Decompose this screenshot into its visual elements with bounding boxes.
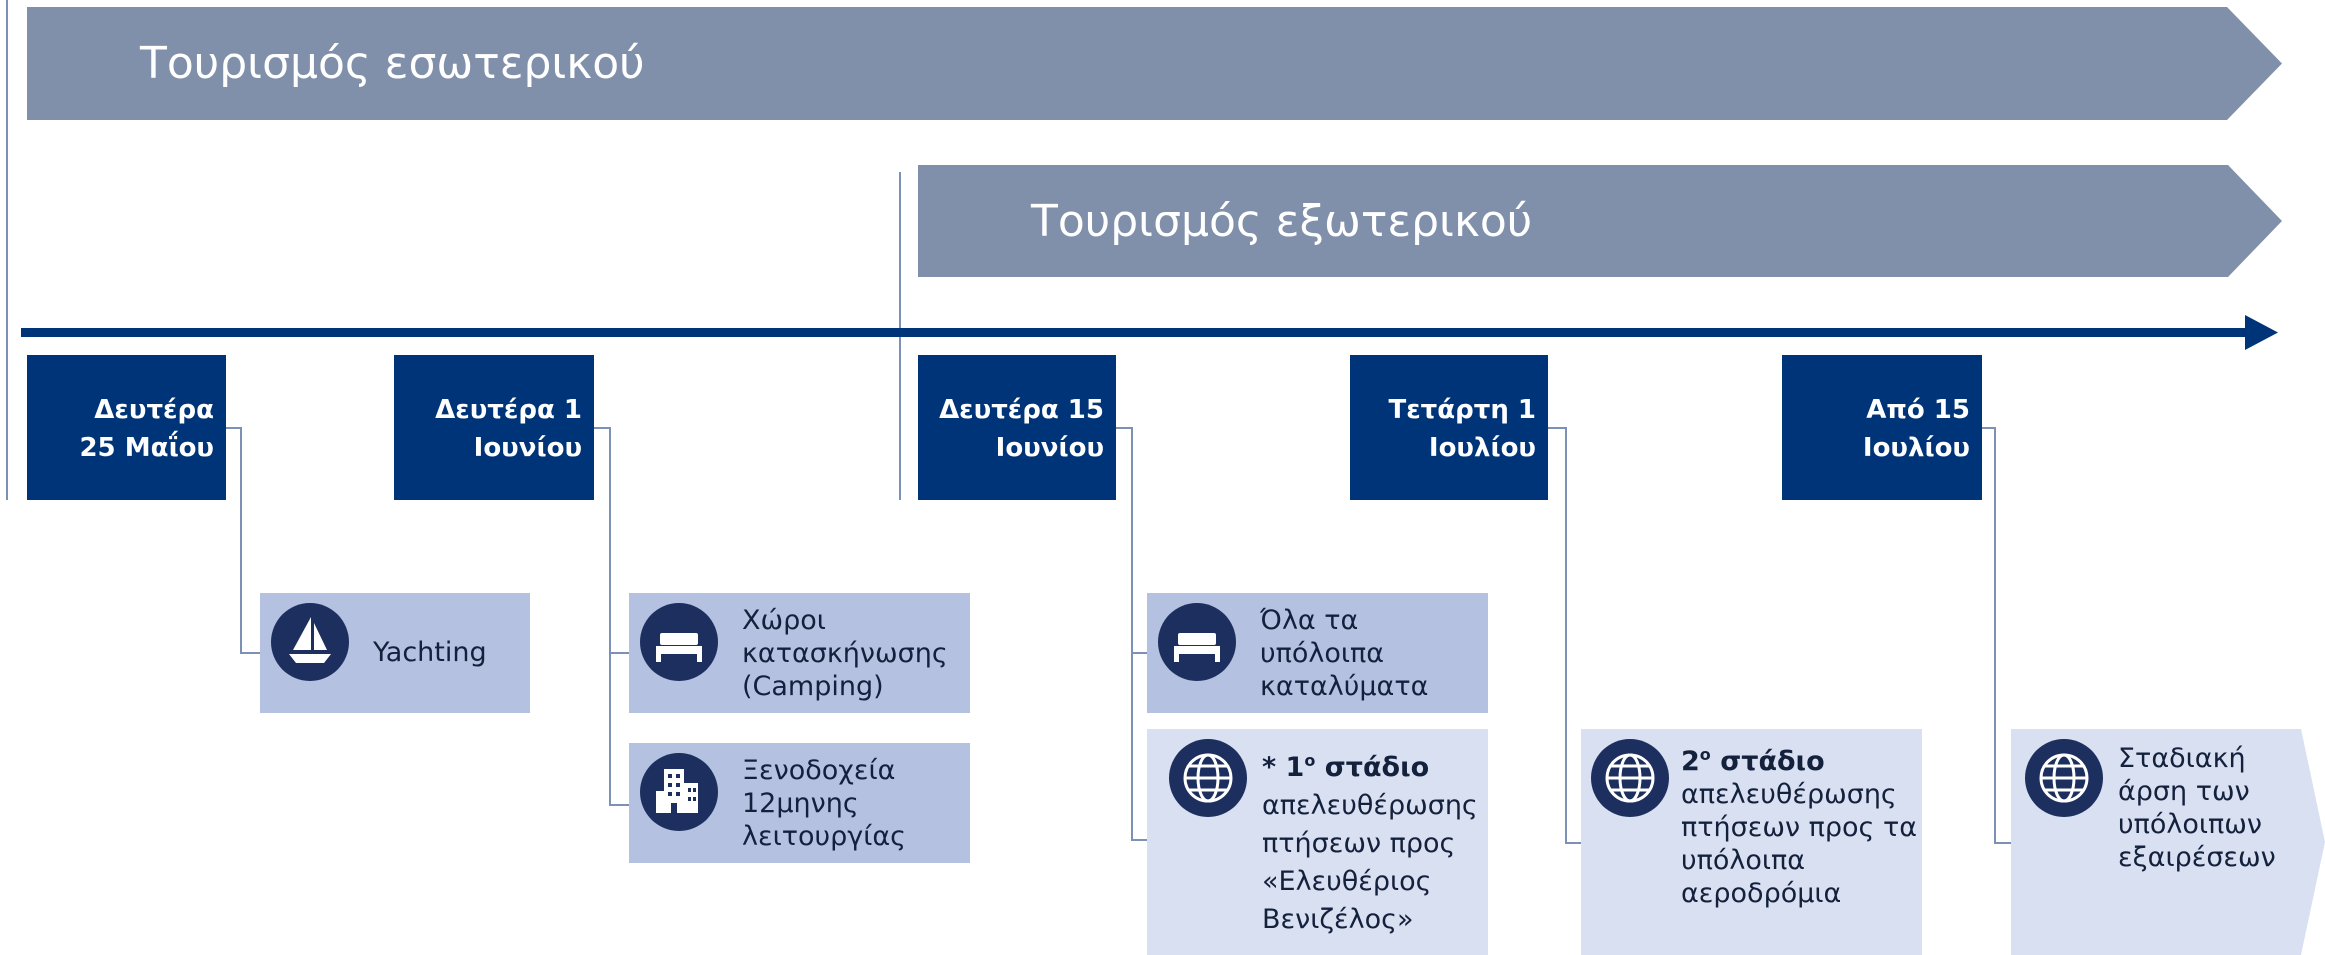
date-line-1: Από 15	[1866, 395, 1970, 425]
date-box-june-1: Δευτέρα 1 Ιουνίου	[394, 355, 594, 500]
card-text: Yachting	[373, 636, 487, 669]
card-hotels: Ξενοδοχεία 12μηνης λειτουργίας	[629, 743, 970, 863]
domestic-tourism-label: Τουρισμός εσωτερικού	[140, 38, 645, 89]
date-box-may-25: Δευτέρα 25 Μαΐου	[27, 355, 226, 500]
card-line: υπόλοιπων	[2118, 809, 2262, 840]
card-line: πτήσεων προς	[1262, 828, 1456, 859]
card-line: Yachting	[373, 637, 487, 668]
stage-title: 2ο στάδιο	[1681, 745, 1825, 777]
card-line: υπόλοιπα	[1681, 845, 1806, 876]
card-text: Χώροι κατασκήνωσης (Camping)	[742, 604, 948, 703]
globe-icon	[2025, 739, 2103, 817]
card-line: πτήσεων προς τα	[1681, 812, 1917, 843]
stage-title: * 1ο στάδιο	[1262, 751, 1430, 783]
card-text: * 1ο στάδιο απελευθέρωσης πτήσεων προς «…	[1262, 742, 1478, 939]
date-line-1: Δευτέρα 1	[435, 395, 582, 425]
date-box-from-july-15: Από 15 Ιουλίου	[1782, 355, 1982, 500]
card-flights-stage-1: * 1ο στάδιο απελευθέρωσης πτήσεων προς «…	[1147, 729, 1488, 955]
card-line: αεροδρόμια	[1681, 878, 1842, 909]
card-text: Ξενοδοχεία 12μηνης λειτουργίας	[742, 754, 906, 853]
card-text: 2ο στάδιο απελευθέρωσης πτήσεων προς τα …	[1681, 738, 1917, 910]
card-text: Όλα τα υπόλοιπα καταλύματα	[1260, 604, 1428, 703]
card-exceptions: Σταδιακή άρση των υπόλοιπων εξαιρέσεων	[2011, 729, 2325, 955]
globe-icon	[1591, 739, 1669, 817]
foreign-tourism-banner: Τουρισμός εξωτερικού	[918, 165, 2282, 277]
card-line: Ξενοδοχεία	[742, 755, 896, 786]
timeline-arrow	[21, 315, 2278, 350]
card-other-accommodation: Όλα τα υπόλοιπα καταλύματα	[1147, 593, 1488, 713]
card-line: Βενιζέλος»	[1262, 904, 1414, 935]
hotel-building-icon	[640, 753, 718, 831]
card-line: κατασκήνωσης	[742, 638, 948, 669]
card-line: απελευθέρωσης	[1262, 790, 1478, 821]
banner-arrow-shape	[27, 7, 2282, 120]
card-text: Σταδιακή άρση των υπόλοιπων εξαιρέσεων	[2118, 742, 2276, 874]
card-line: απελευθέρωσης	[1681, 779, 1897, 810]
card-line: εξαιρέσεων	[2118, 842, 2276, 873]
date-box-june-15: Δευτέρα 15 Ιουνίου	[918, 355, 1116, 500]
date-line-1: Δευτέρα 15	[939, 395, 1104, 425]
card-yachting: Yachting	[260, 593, 530, 713]
domestic-start-line	[6, 0, 8, 500]
card-line: άρση των	[2118, 776, 2250, 807]
card-line: 12μηνης	[742, 788, 859, 819]
date-line-2: Ιουλίου	[1428, 433, 1536, 463]
card-line: «Ελευθέριος	[1262, 866, 1432, 897]
sailboat-icon	[271, 603, 349, 681]
card-line: Σταδιακή	[2118, 743, 2246, 774]
card-line: Όλα τα	[1260, 605, 1359, 636]
date-line-2: Ιουλίου	[1862, 433, 1970, 463]
card-line: υπόλοιπα	[1260, 638, 1385, 669]
globe-icon	[1169, 739, 1247, 817]
date-box-july-1: Τετάρτη 1 Ιουλίου	[1350, 355, 1548, 500]
date-line-1: Δευτέρα	[94, 395, 214, 425]
card-line: καταλύματα	[1260, 671, 1429, 702]
banner-arrow-shape	[918, 165, 2282, 277]
foreign-tourism-label: Τουρισμός εξωτερικού	[1031, 195, 1533, 247]
card-line: (Camping)	[742, 671, 884, 702]
bed-icon	[640, 603, 718, 681]
domestic-tourism-banner: Τουρισμός εσωτερικού	[27, 7, 2282, 120]
date-line-2: Ιουνίου	[995, 433, 1104, 463]
date-line-1: Τετάρτη 1	[1388, 395, 1536, 425]
card-line: Χώροι	[742, 605, 826, 636]
bed-icon	[1158, 603, 1236, 681]
date-line-2: 25 Μαΐου	[79, 433, 214, 463]
card-flights-stage-2: 2ο στάδιο απελευθέρωσης πτήσεων προς τα …	[1581, 729, 1922, 955]
card-line: λειτουργίας	[742, 821, 907, 852]
date-line-2: Ιουνίου	[473, 433, 582, 463]
card-camping: Χώροι κατασκήνωσης (Camping)	[629, 593, 970, 713]
